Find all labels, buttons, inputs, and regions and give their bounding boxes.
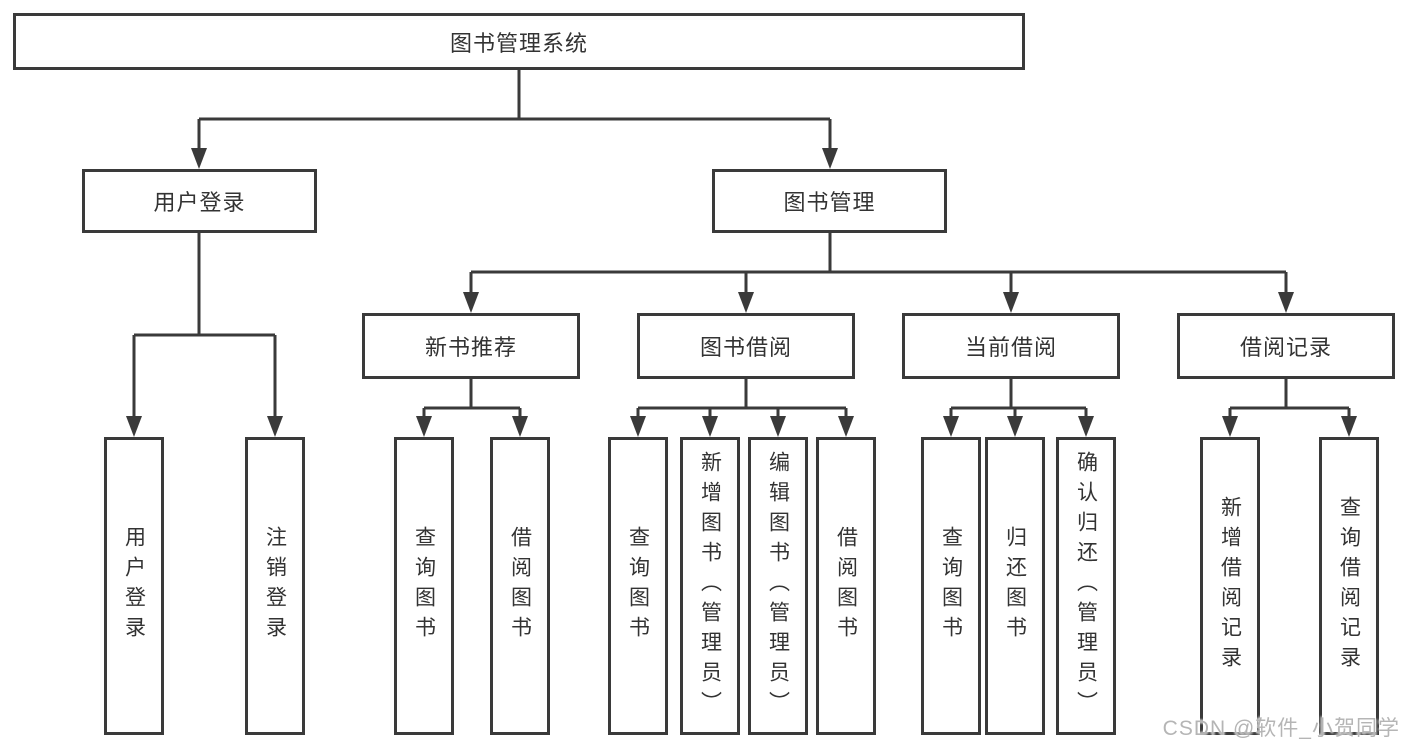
arrow-down-icon xyxy=(1003,292,1019,313)
node-leaf-add-borrow-record: 新增借阅记录 xyxy=(1200,437,1260,735)
connector-borrowing-records-arrowheads xyxy=(1222,416,1357,437)
node-leaf-add-books-admin-label: 新增图书（管理员） xyxy=(698,451,722,721)
node-user-login: 用户登录 xyxy=(82,169,317,233)
arrow-down-icon xyxy=(191,148,207,169)
node-leaf-query-borrow-record: 查询借阅记录 xyxy=(1319,437,1379,735)
node-leaf-edit-books-admin-label: 编辑图书（管理员） xyxy=(766,451,790,721)
node-leaf-borrow-books: 借阅图书 xyxy=(816,437,876,735)
arrow-down-icon xyxy=(267,416,283,437)
node-leaf-user-login-label: 用户登录 xyxy=(122,526,146,646)
connector-current-borrowing-children xyxy=(949,379,1088,420)
node-leaf-query-books-borrow: 查询图书 xyxy=(608,437,668,735)
node-user-login-label: 用户登录 xyxy=(153,190,246,215)
node-borrowing-records-label: 借阅记录 xyxy=(1239,335,1332,360)
node-borrowing-records: 借阅记录 xyxy=(1177,313,1395,379)
node-leaf-query-books-recommend: 查询图书 xyxy=(394,437,454,735)
connector-book-management-children xyxy=(469,233,1288,296)
connector-root-arrowheads xyxy=(191,148,838,169)
watermark: CSDN @软件_小贺同学 xyxy=(1162,717,1400,740)
node-leaf-add-borrow-record-label: 新增借阅记录 xyxy=(1218,496,1242,676)
node-leaf-query-borrow-record-label: 查询借阅记录 xyxy=(1337,496,1361,676)
node-leaf-borrow-books-label: 借阅图书 xyxy=(834,526,858,646)
arrow-down-icon xyxy=(838,416,854,437)
arrow-down-icon xyxy=(1341,416,1357,437)
node-book-borrowing: 图书借阅 xyxy=(637,313,855,379)
arrow-down-icon xyxy=(126,416,142,437)
node-leaf-confirm-return-admin-label: 确认归还（管理员） xyxy=(1074,451,1098,721)
node-book-management: 图书管理 xyxy=(712,169,947,233)
arrow-down-icon xyxy=(416,416,432,437)
connector-book-borrowing-children xyxy=(636,379,848,420)
node-new-book-recommend-label: 新书推荐 xyxy=(424,335,517,360)
node-leaf-edit-books-admin: 编辑图书（管理员） xyxy=(748,437,808,735)
arrow-down-icon xyxy=(943,416,959,437)
node-leaf-logout-label: 注销登录 xyxy=(263,526,287,646)
node-leaf-borrow-books-recommend-label: 借阅图书 xyxy=(508,526,532,646)
arrow-down-icon xyxy=(1078,416,1094,437)
node-leaf-confirm-return-admin: 确认归还（管理员） xyxy=(1056,437,1116,735)
connector-user-login-arrowheads xyxy=(126,416,283,437)
node-leaf-query-books-current: 查询图书 xyxy=(921,437,981,735)
arrow-down-icon xyxy=(1222,416,1238,437)
arrow-down-icon xyxy=(1007,416,1023,437)
node-leaf-return-books-label: 归还图书 xyxy=(1003,526,1027,646)
node-book-management-label: 图书管理 xyxy=(783,190,876,215)
arrow-down-icon xyxy=(822,148,838,169)
node-current-borrowing-label: 当前借阅 xyxy=(964,335,1057,360)
connector-book-borrowing-arrowheads xyxy=(630,416,854,437)
arrow-down-icon xyxy=(512,416,528,437)
node-book-borrowing-label: 图书借阅 xyxy=(699,335,792,360)
node-library-system: 图书管理系统 xyxy=(13,13,1025,70)
node-leaf-logout: 注销登录 xyxy=(245,437,305,735)
node-library-system-label: 图书管理系统 xyxy=(449,30,588,56)
connector-user-login-children xyxy=(132,233,277,420)
node-leaf-query-books-current-label: 查询图书 xyxy=(939,526,963,646)
node-leaf-return-books: 归还图书 xyxy=(985,437,1045,735)
connector-current-borrowing-arrowheads xyxy=(943,416,1094,437)
arrow-down-icon xyxy=(1278,292,1294,313)
connector-new-book-recommend-arrowheads xyxy=(416,416,528,437)
node-leaf-query-books-recommend-label: 查询图书 xyxy=(412,526,436,646)
connector-book-management-arrowheads xyxy=(463,292,1294,313)
node-leaf-add-books-admin: 新增图书（管理员） xyxy=(680,437,740,735)
arrow-down-icon xyxy=(463,292,479,313)
node-leaf-user-login: 用户登录 xyxy=(104,437,164,735)
arrow-down-icon xyxy=(738,292,754,313)
node-current-borrowing: 当前借阅 xyxy=(902,313,1120,379)
node-leaf-borrow-books-recommend: 借阅图书 xyxy=(490,437,550,735)
connector-root-to-level1 xyxy=(197,70,832,152)
arrow-down-icon xyxy=(630,416,646,437)
arrow-down-icon xyxy=(770,416,786,437)
node-leaf-query-books-borrow-label: 查询图书 xyxy=(626,526,650,646)
arrow-down-icon xyxy=(702,416,718,437)
node-new-book-recommend: 新书推荐 xyxy=(362,313,580,379)
connector-borrowing-records-children xyxy=(1228,379,1351,420)
connector-new-book-recommend-children xyxy=(422,379,522,420)
